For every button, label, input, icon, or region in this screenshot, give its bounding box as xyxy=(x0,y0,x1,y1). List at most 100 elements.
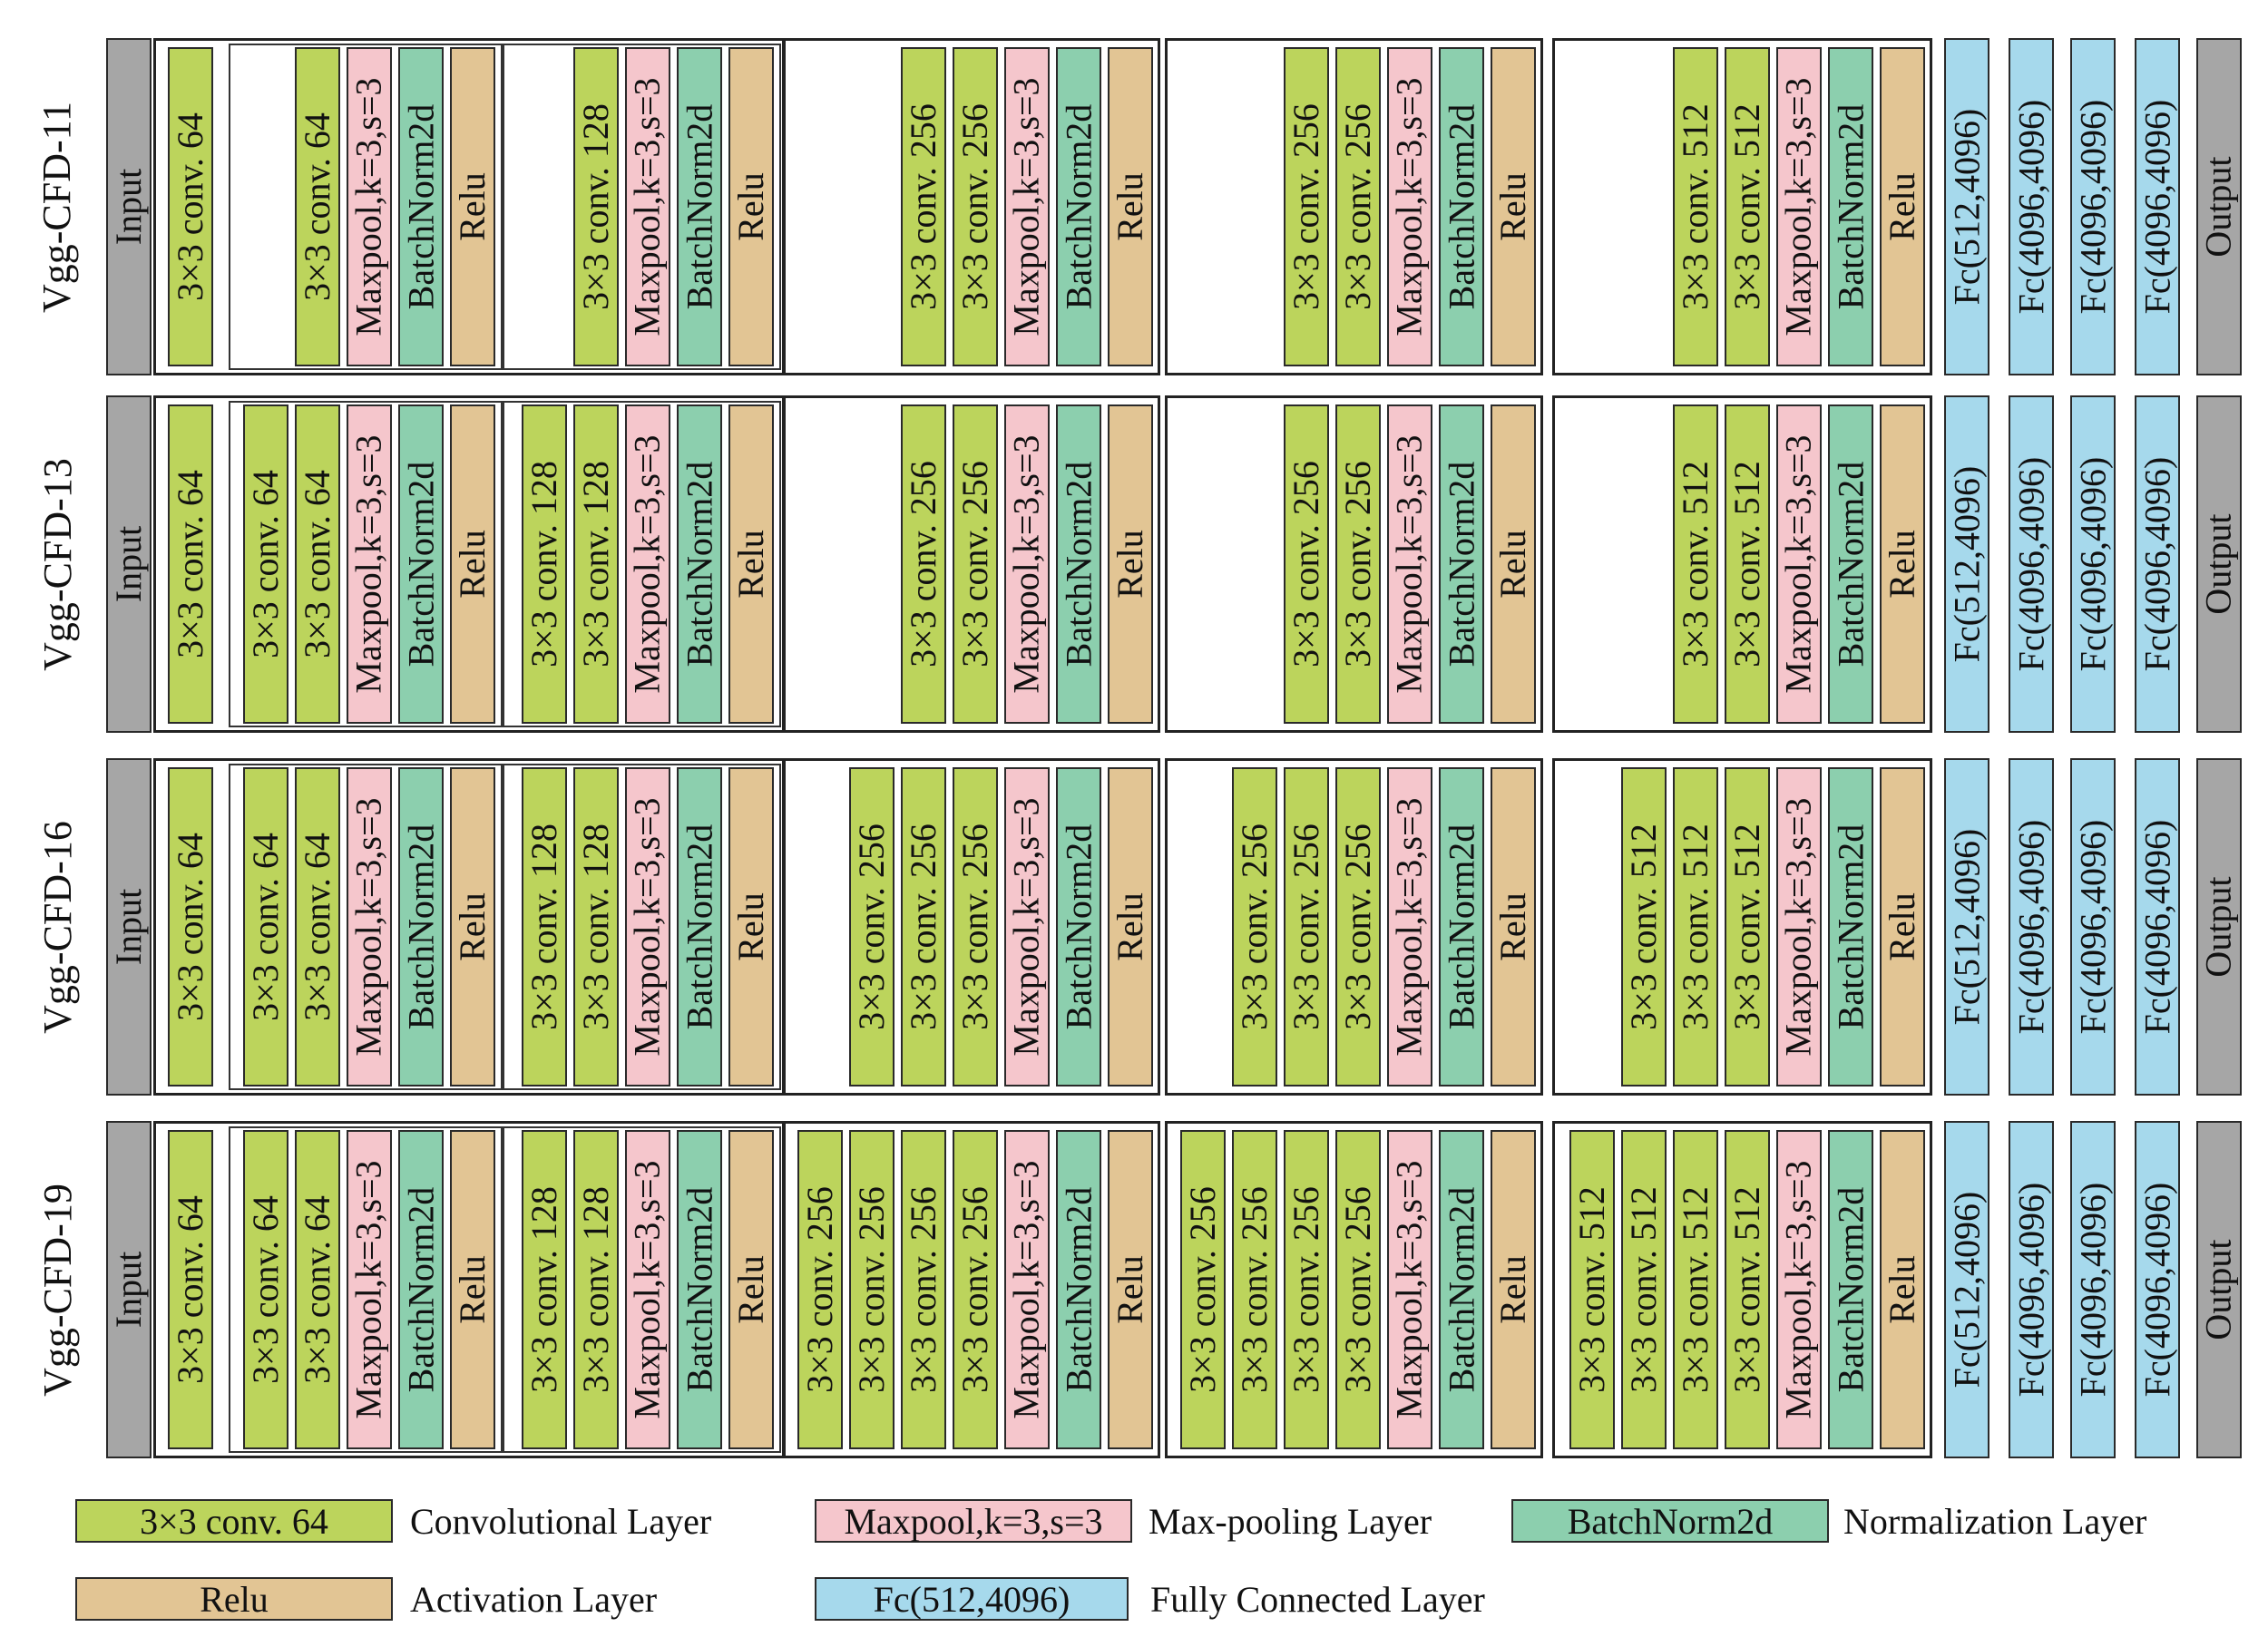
conv-layer-label: 3×3 conv. 512 xyxy=(1675,1186,1716,1393)
batchnorm-layer-label: BatchNorm2d xyxy=(1441,1186,1481,1393)
conv-layer-label: 3×3 conv. 128 xyxy=(575,823,616,1030)
maxpool-layer: Maxpool,k=3,s=3 xyxy=(1004,767,1050,1086)
maxpool-layer-label: Maxpool,k=3,s=3 xyxy=(348,797,389,1057)
conv-layer-label: 3×3 conv. 256 xyxy=(903,1186,943,1393)
conv-layer: 3×3 conv. 512 xyxy=(1621,1130,1667,1449)
row-label-vgg-cfd-19: Vgg-CFD-19 xyxy=(25,1121,89,1458)
legend-swatch-maxpool: Maxpool,k=3,s=3 xyxy=(815,1499,1132,1543)
conv-layer-label: 3×3 conv. 64 xyxy=(297,470,337,658)
conv-layer: 3×3 conv. 256 xyxy=(953,47,998,366)
conv-layer: 3×3 conv. 64 xyxy=(243,767,288,1086)
legend-label-conv: Convolutional Layer xyxy=(410,1501,712,1542)
conv-layer: 3×3 conv. 256 xyxy=(1232,767,1277,1086)
relu-layer: Relu xyxy=(1880,767,1925,1086)
input-layer: Input xyxy=(106,1121,152,1458)
batchnorm-layer-label: BatchNorm2d xyxy=(679,461,719,667)
relu-layer-label: Relu xyxy=(1110,1255,1151,1324)
maxpool-layer-label: Maxpool,k=3,s=3 xyxy=(348,434,389,694)
conv-layer: 3×3 conv. 512 xyxy=(1725,47,1770,366)
conv-layer: 3×3 conv. 256 xyxy=(1335,767,1381,1086)
conv-layer-label: 3×3 conv. 256 xyxy=(851,1186,892,1393)
relu-layer: Relu xyxy=(1880,404,1925,724)
relu-layer-label: Relu xyxy=(730,1255,772,1324)
fc-layer: Fc(4096,4096) xyxy=(2135,395,2180,733)
relu-layer: Relu xyxy=(1108,404,1153,724)
batchnorm-layer: BatchNorm2d xyxy=(398,47,444,366)
conv-layer-label: 3×3 conv. 256 xyxy=(954,103,995,310)
conv-layer-label: 3×3 conv. 256 xyxy=(1337,461,1378,667)
maxpool-layer: Maxpool,k=3,s=3 xyxy=(625,404,670,724)
batchnorm-layer: BatchNorm2d xyxy=(1056,404,1101,724)
conv-layer-label: 3×3 conv. 512 xyxy=(1726,461,1767,667)
conv-layer: 3×3 conv. 256 xyxy=(1180,1130,1226,1449)
legend-label-relu: Activation Layer xyxy=(410,1579,658,1620)
relu-layer-label: Relu xyxy=(452,530,494,599)
conv-layer-label: 3×3 conv. 256 xyxy=(1286,461,1326,667)
legend-label-maxpool: Max-pooling Layer xyxy=(1149,1501,1432,1542)
conv-layer: 3×3 conv. 128 xyxy=(522,1130,567,1449)
output-layer: Output xyxy=(2196,1121,2242,1458)
row-label-text: Vgg-CFD-19 xyxy=(34,1183,80,1397)
input-layer: Input xyxy=(106,38,152,375)
batchnorm-layer-label: BatchNorm2d xyxy=(679,1186,719,1393)
batchnorm-layer: BatchNorm2d xyxy=(1828,404,1873,724)
conv-layer: 3×3 conv. 256 xyxy=(901,404,946,724)
relu-layer: Relu xyxy=(450,1130,495,1449)
conv-layer-label: 3×3 conv. 512 xyxy=(1623,1186,1664,1393)
conv-layer-label: 3×3 conv. 64 xyxy=(170,833,210,1021)
relu-layer-label: Relu xyxy=(1492,892,1534,961)
relu-layer-label: Relu xyxy=(1492,172,1534,241)
fc-layer: Fc(4096,4096) xyxy=(2009,38,2054,375)
batchnorm-layer: BatchNorm2d xyxy=(677,767,722,1086)
batchnorm-layer: BatchNorm2d xyxy=(1056,47,1101,366)
maxpool-layer-label: Maxpool,k=3,s=3 xyxy=(1778,1160,1819,1419)
input-layer: Input xyxy=(106,395,152,733)
conv-layer: 3×3 conv. 512 xyxy=(1725,1130,1770,1449)
relu-layer: Relu xyxy=(1491,767,1536,1086)
batchnorm-layer-label: BatchNorm2d xyxy=(400,461,441,667)
conv-layer: 3×3 conv. 256 xyxy=(1335,1130,1381,1449)
relu-layer: Relu xyxy=(450,47,495,366)
batchnorm-layer: BatchNorm2d xyxy=(677,47,722,366)
conv-layer: 3×3 conv. 64 xyxy=(243,404,288,724)
batchnorm-layer: BatchNorm2d xyxy=(1056,767,1101,1086)
batchnorm-layer-label: BatchNorm2d xyxy=(1058,103,1099,310)
maxpool-layer: Maxpool,k=3,s=3 xyxy=(347,404,392,724)
relu-layer-label: Relu xyxy=(730,530,772,599)
fc-layer-label: Fc(4096,4096) xyxy=(2010,99,2052,315)
conv-layer-label: 3×3 conv. 64 xyxy=(297,112,337,301)
conv-layer-label: 3×3 conv. 256 xyxy=(1234,823,1275,1030)
fc-layer-label: Fc(512,4096) xyxy=(1946,108,1988,306)
conv-layer-label: 3×3 conv. 512 xyxy=(1726,103,1767,310)
output-layer: Output xyxy=(2196,38,2242,375)
conv-layer-label: 3×3 conv. 256 xyxy=(954,823,995,1030)
batchnorm-layer: BatchNorm2d xyxy=(398,767,444,1086)
batchnorm-layer: BatchNorm2d xyxy=(1439,767,1484,1086)
maxpool-layer-label: Maxpool,k=3,s=3 xyxy=(627,434,668,694)
conv-layer-label: 3×3 conv. 512 xyxy=(1726,1186,1767,1393)
maxpool-layer-label: Maxpool,k=3,s=3 xyxy=(1006,797,1047,1057)
fc-layer: Fc(512,4096) xyxy=(1944,395,1989,733)
maxpool-layer-label: Maxpool,k=3,s=3 xyxy=(1389,434,1430,694)
batchnorm-layer-label: BatchNorm2d xyxy=(400,1186,441,1393)
conv-layer-label: 3×3 conv. 256 xyxy=(1337,823,1378,1030)
relu-layer-label: Relu xyxy=(730,892,772,961)
conv-layer: 3×3 conv. 256 xyxy=(1284,1130,1329,1449)
conv-layer-label: 3×3 conv. 512 xyxy=(1571,1186,1612,1393)
conv-layer-label: 3×3 conv. 64 xyxy=(297,1195,337,1384)
input-layer-label: Input xyxy=(108,168,149,246)
batchnorm-layer: BatchNorm2d xyxy=(398,1130,444,1449)
maxpool-layer: Maxpool,k=3,s=3 xyxy=(347,47,392,366)
input-layer-label: Input xyxy=(108,1251,149,1329)
output-layer-label: Output xyxy=(2198,1239,2239,1340)
maxpool-layer: Maxpool,k=3,s=3 xyxy=(1776,767,1822,1086)
batchnorm-layer: BatchNorm2d xyxy=(1439,404,1484,724)
relu-layer-label: Relu xyxy=(452,1255,494,1324)
relu-layer-label: Relu xyxy=(1882,1255,1923,1324)
conv-layer: 3×3 conv. 128 xyxy=(573,767,619,1086)
fc-layer-label: Fc(4096,4096) xyxy=(2010,819,2052,1035)
fc-layer-label: Fc(512,4096) xyxy=(1946,1191,1988,1389)
row-label-text: Vgg-CFD-11 xyxy=(34,101,80,313)
output-layer: Output xyxy=(2196,758,2242,1096)
conv-layer: 3×3 conv. 256 xyxy=(797,1130,843,1449)
